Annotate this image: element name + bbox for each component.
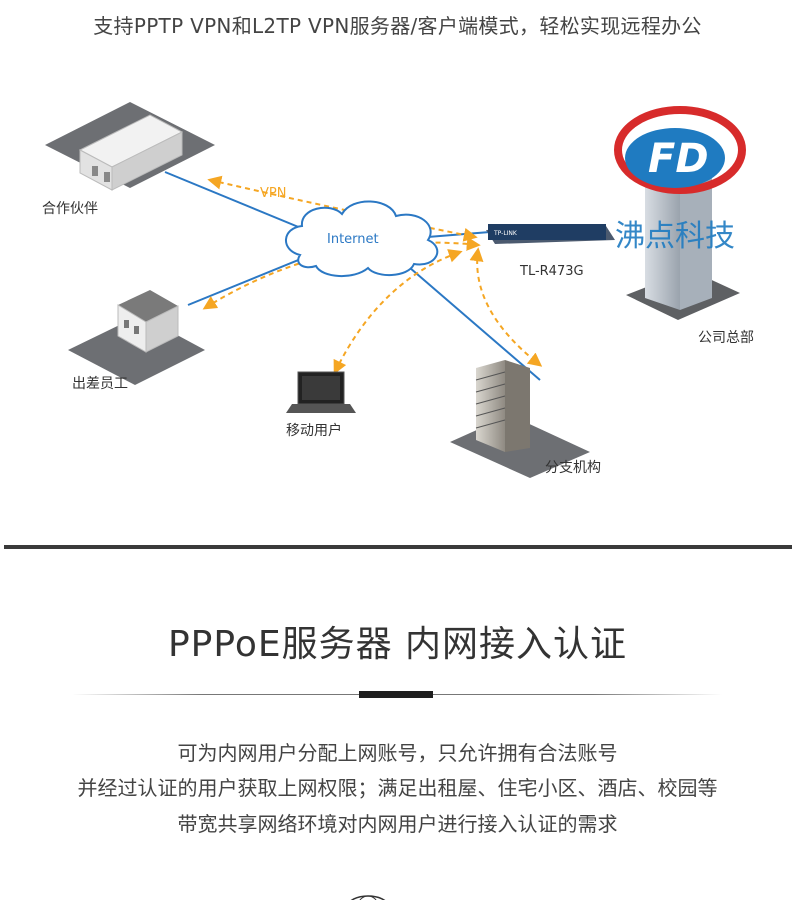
laptop-icon (286, 371, 356, 413)
router-model-label: TL-R473G (519, 264, 584, 279)
internet-label: Internet (327, 232, 379, 247)
router-brand: TP-LINK (493, 230, 518, 237)
branch-label: 分支机构 (545, 460, 601, 476)
vpn-network-diagram: 合作伙伴 出差员工 Internet VPN TP-LINK TL-R473G … (42, 102, 754, 478)
travel-staff-label: 出差员工 (72, 376, 128, 392)
vpn-subtitle: 支持PPTP VPN和L2TP VPN服务器/客户端模式，轻松实现远程办公 (93, 14, 702, 38)
hq-label: 公司总部 (698, 330, 754, 346)
vpn-label: VPN (260, 186, 286, 201)
pppoe-description-line-2: 并经过认证的用户获取上网权限；满足出租屋、住宅小区、酒店、校园等 (77, 776, 718, 800)
watermark-text: 沸点科技 (615, 219, 735, 254)
pppoe-section-title: PPPoE服务器 内网接入认证 (167, 624, 628, 665)
pppoe-description-line-3: 带宽共享网络环境对内网用户进行接入认证的需求 (177, 812, 618, 836)
company-logo-icon: FD (614, 106, 746, 194)
branch-building-icon (450, 360, 590, 478)
svg-text:FD: FD (648, 136, 709, 182)
mobile-user-label: 移动用户 (286, 422, 342, 439)
globe-icon (350, 895, 386, 900)
partner-building-icon (45, 102, 215, 191)
pppoe-description-line-1: 可为内网用户分配上网账号，只允许拥有合法账号 (177, 741, 618, 765)
internet-cloud-icon (285, 200, 439, 277)
partner-label: 合作伙伴 (42, 201, 98, 217)
router-icon: TP-LINK (486, 224, 615, 244)
vpn-tunnels (202, 175, 543, 375)
section-divider (4, 545, 792, 549)
travel-staff-house-icon (68, 290, 205, 385)
title-accent-bar (359, 691, 433, 698)
